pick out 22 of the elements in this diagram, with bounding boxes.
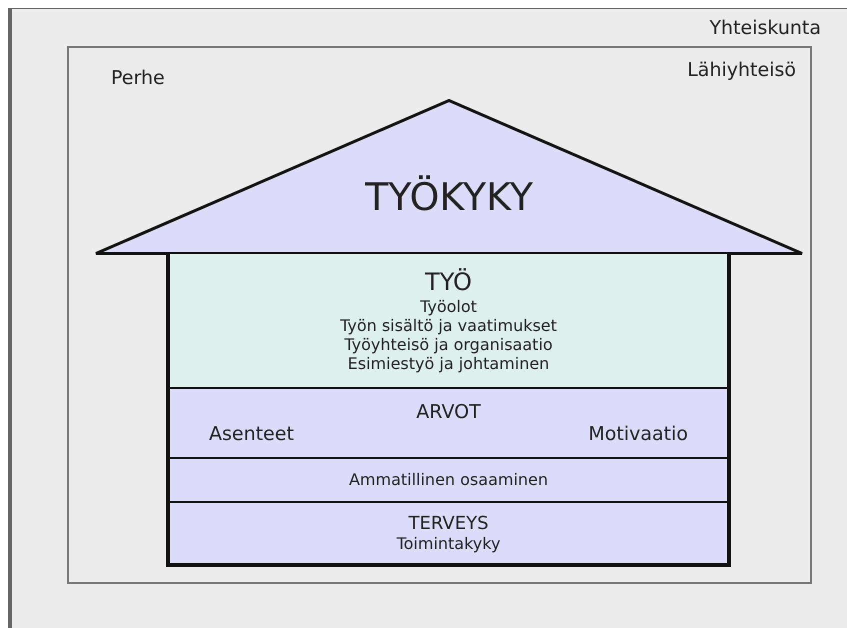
- section-item: Työolot: [420, 296, 477, 316]
- section-item: Työn sisältö ja vaatimukset: [340, 316, 557, 335]
- section-item: Asenteet: [208, 423, 294, 445]
- corner-label: Perhe: [111, 67, 165, 89]
- section-heading: TERVEYS: [408, 512, 488, 534]
- section-heading: TYÖ: [425, 268, 472, 297]
- section-item: Työyhteisö ja organisaatio: [344, 334, 553, 354]
- section-item: Esimiestyö ja johtaminen: [348, 354, 550, 374]
- house-section: [166, 389, 731, 459]
- section-item: Toimintakyky: [396, 534, 500, 554]
- roof-triangle: [94, 99, 804, 255]
- community-box: [67, 46, 812, 584]
- section-item: Motivaatio: [588, 423, 688, 445]
- section-item: Ammatillinen osaaminen: [348, 470, 548, 490]
- society-frame: [8, 8, 847, 628]
- house-section: [166, 459, 731, 503]
- section-heading: ARVOT: [416, 401, 481, 423]
- house-section: [166, 503, 731, 567]
- house-section: [166, 254, 731, 389]
- roof-title: TYÖKYKY: [364, 175, 534, 219]
- frame-label: Yhteiskunta: [709, 17, 821, 39]
- corner-label: Lähiyhteisö: [687, 59, 796, 81]
